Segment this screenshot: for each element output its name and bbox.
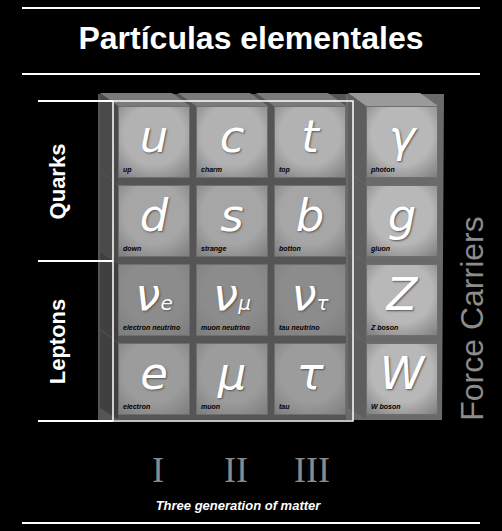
cube-side — [348, 251, 366, 342]
title: Partículas elementales — [0, 18, 502, 58]
rule-line — [22, 73, 480, 75]
particle-name: Z boson — [371, 324, 435, 332]
particle-name: electron neutrino — [123, 324, 187, 332]
particle-cube: ccharm — [196, 106, 268, 178]
group-line — [38, 260, 113, 262]
group-line — [38, 100, 113, 102]
particle-name: photon — [371, 166, 435, 174]
group-label: Quarks — [45, 143, 70, 219]
particle-cube: ggluon — [366, 185, 438, 257]
fermion-frame — [113, 101, 353, 421]
particle-symbol: μ — [197, 346, 267, 402]
particle-name: muon — [201, 403, 265, 411]
particle-symbol: u — [119, 109, 189, 165]
particle-symbol: c — [197, 109, 267, 165]
particle-name: W boson — [371, 403, 435, 411]
particle-symbol: d — [119, 188, 189, 244]
particle-name: tau neutrino — [279, 324, 343, 332]
generation-numeral: I — [152, 450, 164, 491]
particle-symbol: ντ — [275, 267, 345, 331]
particle-symbol: τ — [275, 346, 345, 402]
axis-caption: Three generation of matter — [156, 498, 321, 513]
particle-cube: τtau — [274, 343, 346, 415]
particle-symbol: g — [367, 188, 437, 244]
generation-numeral: II — [224, 450, 248, 491]
particle-cube: uup — [118, 106, 190, 178]
particle-cube: bbotton — [274, 185, 346, 257]
particle-symbol: Z — [367, 267, 437, 323]
cube-side — [100, 172, 118, 263]
particle-cube: νμmuon neutrino — [196, 264, 268, 336]
particle-cube: νeelectron neutrino — [118, 264, 190, 336]
cube-side — [348, 93, 366, 184]
particle-name: up — [123, 166, 187, 174]
particle-cube: ttop — [274, 106, 346, 178]
particle-cube: μmuon — [196, 343, 268, 415]
particle-name: gluon — [371, 245, 435, 253]
particle-name: electron — [123, 403, 187, 411]
particle-name: strange — [201, 245, 265, 253]
cube-side — [348, 172, 366, 263]
particle-name: down — [123, 245, 187, 253]
particle-symbol: νe — [119, 267, 189, 331]
particle-symbol: W — [367, 346, 437, 402]
generation-numeral: III — [294, 450, 330, 491]
particle-cube: ddown — [118, 185, 190, 257]
particle-cube: ντtau neutrino — [274, 264, 346, 336]
group-label: Force Carriers — [454, 216, 491, 420]
group-label: Leptons — [46, 298, 71, 384]
particle-symbol: s — [197, 188, 267, 244]
particle-name: charm — [201, 166, 265, 174]
cube-side — [346, 94, 444, 420]
cube-side — [100, 330, 118, 419]
particle-symbol: νμ — [197, 267, 267, 331]
cube-top — [178, 93, 268, 106]
particle-name: top — [279, 166, 343, 174]
particle-cube: ZZ boson — [366, 264, 438, 336]
particle-name: botton — [279, 245, 343, 253]
rule-line — [22, 7, 480, 9]
particle-name: tau — [279, 403, 343, 411]
cube-side — [348, 330, 366, 419]
group-line — [38, 420, 113, 422]
particle-cube: sstrange — [196, 185, 268, 257]
cube-side — [100, 93, 118, 184]
cube-side — [98, 94, 352, 420]
rule-line — [22, 522, 480, 524]
particle-cube: γphoton — [366, 106, 438, 178]
particle-cube: WW boson — [366, 343, 438, 415]
particle-name: muon neutrino — [201, 324, 265, 332]
cube-top — [256, 93, 346, 106]
particle-symbol: γ — [367, 109, 437, 165]
particle-symbol: t — [275, 109, 345, 165]
particle-symbol: e — [119, 346, 189, 402]
particle-symbol: b — [275, 188, 345, 244]
cube-side — [100, 251, 118, 342]
particle-cube: eelectron — [118, 343, 190, 415]
